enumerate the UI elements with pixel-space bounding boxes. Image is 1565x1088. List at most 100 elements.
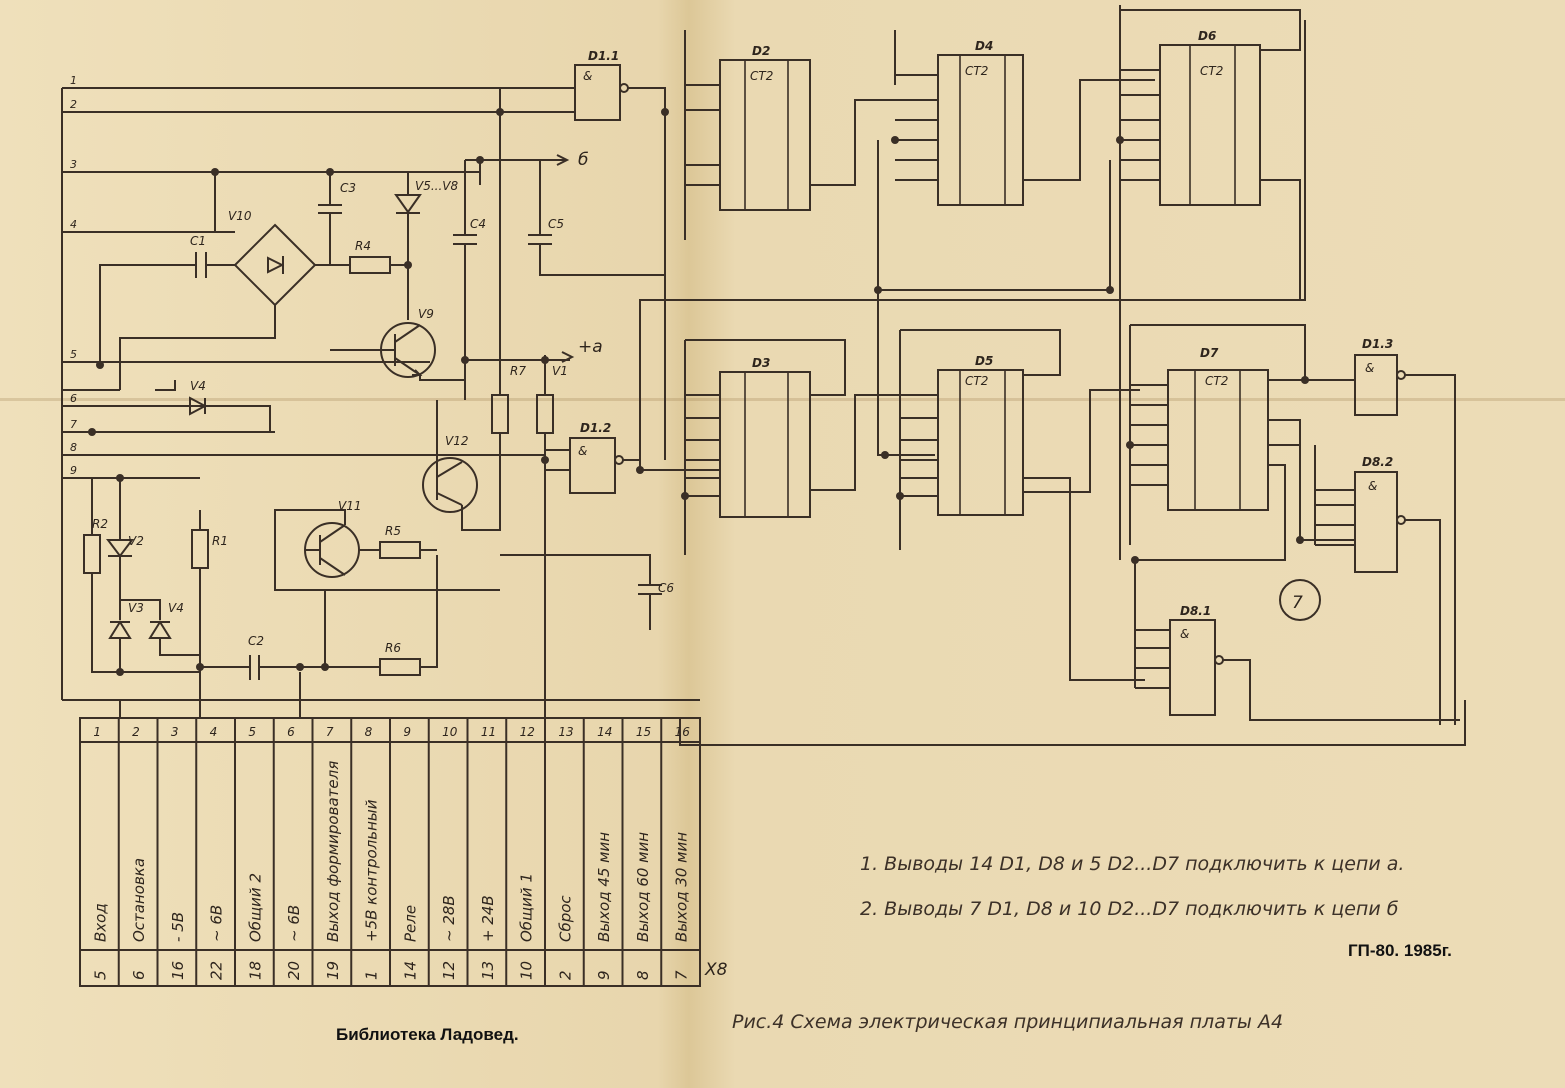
- connector-number: 16: [675, 725, 691, 739]
- r5-label: R6: [385, 641, 401, 655]
- r5: [379, 658, 421, 676]
- svg-text:D8.1: D8.1: [1180, 604, 1211, 618]
- counter-d7: D7 CT2: [1129, 324, 1355, 561]
- svg-text:CT2: CT2: [1205, 374, 1228, 388]
- v3-label: V4: [168, 601, 184, 615]
- notes: 1. Выводы 14 D1, D8 и 5 D2...D7 подключи…: [732, 853, 1404, 1033]
- gate-d8-2: & D8.2: [1314, 445, 1441, 725]
- r2: [83, 534, 101, 574]
- connector-label: Выход 30 мин: [673, 832, 691, 942]
- connector-pin: 13: [479, 961, 497, 980]
- counter-d2: D2 CT2: [684, 30, 938, 240]
- signal-b: б: [578, 150, 588, 170]
- connector-number: 15: [636, 725, 651, 739]
- connector-number: 11: [481, 725, 496, 739]
- c2-label: C2: [248, 634, 264, 648]
- r4: [379, 541, 421, 559]
- connector-label: Общий 1: [518, 873, 536, 942]
- svg-text:CT2: CT2: [750, 69, 773, 83]
- connector-label: - 5В: [169, 912, 187, 942]
- svg-text:D3: D3: [752, 356, 770, 370]
- v10-label: V5...V8: [415, 179, 458, 193]
- v12-label: V12: [445, 434, 468, 448]
- note-1: 1. Выводы 14 D1, D8 и 5 D2...D7 подключи…: [860, 853, 1404, 875]
- connector-label: Выход формирователя: [324, 761, 342, 942]
- r1-label: R1: [212, 534, 228, 548]
- credit-right: ГП-80. 1985г.: [1348, 941, 1452, 960]
- input-rails: 1 2 3 4 5 6 7 8 9: [61, 74, 575, 700]
- svg-text:D5: D5: [975, 354, 993, 368]
- r7-label: V1: [552, 364, 568, 378]
- r6-label: R7: [510, 364, 526, 378]
- gate-d1-3: & D1.3: [1354, 337, 1456, 725]
- rail-2-label: 2: [70, 98, 77, 111]
- svg-text:D7: D7: [1200, 346, 1219, 360]
- connector-label: Выход 60 мин: [634, 832, 652, 942]
- connector-label: Вход: [91, 903, 109, 942]
- svg-text:CT2: CT2: [965, 64, 988, 78]
- svg-text:D1.3: D1.3: [1362, 337, 1393, 351]
- counter-d4: D4 CT2: [877, 30, 1155, 456]
- connector-label: Выход 45 мин: [595, 832, 613, 942]
- connector-label: ~ 28В: [440, 895, 458, 942]
- svg-text:D1.2: D1.2: [580, 421, 611, 435]
- connector-number: 8: [365, 725, 373, 739]
- svg-text:7: 7: [1292, 593, 1303, 613]
- connector-number: 10: [442, 725, 458, 739]
- gate-d1-1: & D1.1: [574, 49, 666, 460]
- counter-d3: D3: [639, 20, 1306, 555]
- v12: [422, 457, 478, 513]
- svg-text:&: &: [1368, 479, 1377, 493]
- rail-5-label: 5: [70, 348, 77, 361]
- rail-4-label: 4: [70, 218, 77, 231]
- svg-text:&: &: [1180, 627, 1189, 641]
- credit-bottom: Библиотека Ладовед.: [336, 1025, 519, 1044]
- gate-d8-1: & D8.1: [679, 560, 1466, 746]
- connector-number: 5: [248, 725, 256, 739]
- r3-label: R4: [355, 239, 371, 253]
- connector-number: 9: [403, 725, 411, 739]
- connector-number: 12: [520, 725, 535, 739]
- connector-pin: 8: [634, 970, 652, 980]
- connector-pin: 19: [324, 961, 342, 980]
- connector-number: 2: [132, 725, 140, 739]
- rail-1-label: 1: [70, 74, 77, 87]
- connector-number: 1: [93, 725, 101, 739]
- r2-label: R2: [92, 517, 108, 531]
- figure-caption: Рис.4 Схема электрическая принципиальная…: [732, 1011, 1283, 1033]
- connector-pin: 10: [518, 961, 536, 980]
- connector-pin: 7: [673, 970, 691, 980]
- v1-label: V2: [128, 534, 144, 548]
- connector-pin: 14: [401, 961, 419, 980]
- connector-pin: 16: [169, 961, 187, 980]
- connector-label: Реле: [401, 905, 419, 942]
- power-section: C1 V10 C3 R4 V5...V8 V9 C4 C5 б V4: [62, 88, 700, 718]
- svg-text:&: &: [583, 69, 592, 83]
- r7: [536, 394, 554, 434]
- connector-number: 14: [597, 725, 612, 739]
- connector-name: X8: [704, 960, 728, 980]
- connector-pin: 9: [595, 970, 613, 980]
- svg-text:&: &: [1365, 361, 1374, 375]
- connector-label: +5В контрольный: [363, 799, 381, 942]
- rail-7-label: 7: [70, 418, 77, 431]
- r4-label: R5: [385, 524, 401, 538]
- c4-label: C4: [470, 217, 486, 231]
- connector-pin: 1: [363, 970, 381, 980]
- svg-text:CT2: CT2: [1200, 64, 1223, 78]
- counter-d6: D6 CT2: [880, 5, 1301, 560]
- c6-label: C6: [658, 581, 674, 595]
- connector-number: 4: [210, 725, 218, 739]
- connector-number: 7: [326, 725, 334, 739]
- svg-text:&: &: [578, 444, 587, 458]
- rail-9-label: 9: [70, 464, 77, 477]
- rail-6-label: 6: [70, 392, 77, 405]
- connector-pin: 12: [440, 961, 458, 980]
- svg-text:D2: D2: [752, 44, 770, 58]
- signal-a: +а: [578, 337, 603, 357]
- v11-label: V9: [418, 307, 434, 321]
- svg-text:D1.1: D1.1: [588, 49, 619, 63]
- gate-d1-2: & D1.2: [545, 421, 640, 494]
